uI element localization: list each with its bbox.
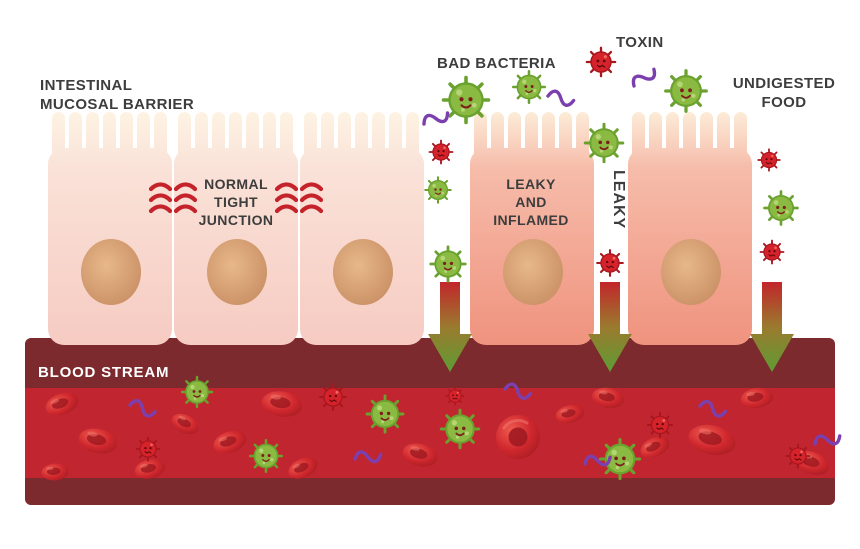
toxin-icon — [319, 383, 347, 411]
toxin-icon — [646, 411, 674, 439]
label-line: JUNCTION — [198, 211, 274, 228]
toxin-icon — [585, 46, 617, 78]
label-line: LEAKY — [506, 176, 556, 192]
bacteria-icon — [598, 437, 642, 481]
undigested-food-icon — [545, 88, 577, 109]
toxin-icon — [757, 148, 781, 172]
label-line: TIGHT — [214, 193, 258, 210]
toxin-icon — [785, 443, 811, 469]
bacteria-icon — [365, 394, 405, 434]
toxin-label: TOXIN — [616, 34, 664, 51]
undigested-food-icon — [419, 105, 452, 132]
label-line: UNDIGESTED — [732, 75, 836, 92]
label-line: INFLAMED — [493, 211, 569, 228]
bacteria-icon — [511, 69, 547, 105]
toxin-icon — [596, 249, 624, 277]
normal-tight-junction-label: NORMAL TIGHT JUNCTION — [168, 176, 304, 230]
epithelial-cell-inflamed — [628, 112, 752, 345]
bacteria-icon — [248, 438, 284, 474]
toxin-icon — [759, 239, 785, 265]
label-line: INTESTINAL — [40, 77, 133, 94]
leaky-vertical-label: LEAKY — [610, 170, 627, 230]
bacteria-icon — [429, 245, 467, 283]
intestinal-mucosal-barrier-label: INTESTINAL MUCOSAL BARRIER — [40, 76, 194, 114]
label-line: MUCOSAL BARRIER — [40, 96, 195, 114]
label-line: NORMAL — [204, 176, 268, 192]
epithelial-cell-normal — [300, 112, 424, 345]
epithelial-cell-normal — [48, 112, 172, 345]
bacteria-icon — [441, 75, 491, 125]
bacteria-icon — [763, 190, 799, 226]
label-line: AND — [515, 193, 547, 210]
toxin-icon — [135, 436, 161, 462]
red-blood-cell-icon — [494, 413, 542, 461]
bad-bacteria-label: BAD BACTERIA — [437, 55, 556, 72]
toxin-icon — [445, 386, 465, 406]
blood-stream-label: BLOOD STREAM — [38, 364, 170, 381]
epithelial-cell-row — [48, 112, 752, 345]
bacteria-icon — [180, 375, 214, 409]
bacteria-icon — [664, 69, 708, 113]
bacteria-icon — [424, 176, 452, 204]
label-line: FOOD — [761, 94, 807, 112]
bacteria-icon — [583, 122, 625, 164]
undigested-food-icon — [628, 62, 660, 93]
bacteria-icon — [439, 408, 481, 450]
undigested-food-label: UNDIGESTED FOOD — [723, 74, 845, 112]
leaky-and-inflamed-label: LEAKY AND INFLAMED — [462, 176, 600, 230]
toxin-icon — [428, 139, 454, 165]
